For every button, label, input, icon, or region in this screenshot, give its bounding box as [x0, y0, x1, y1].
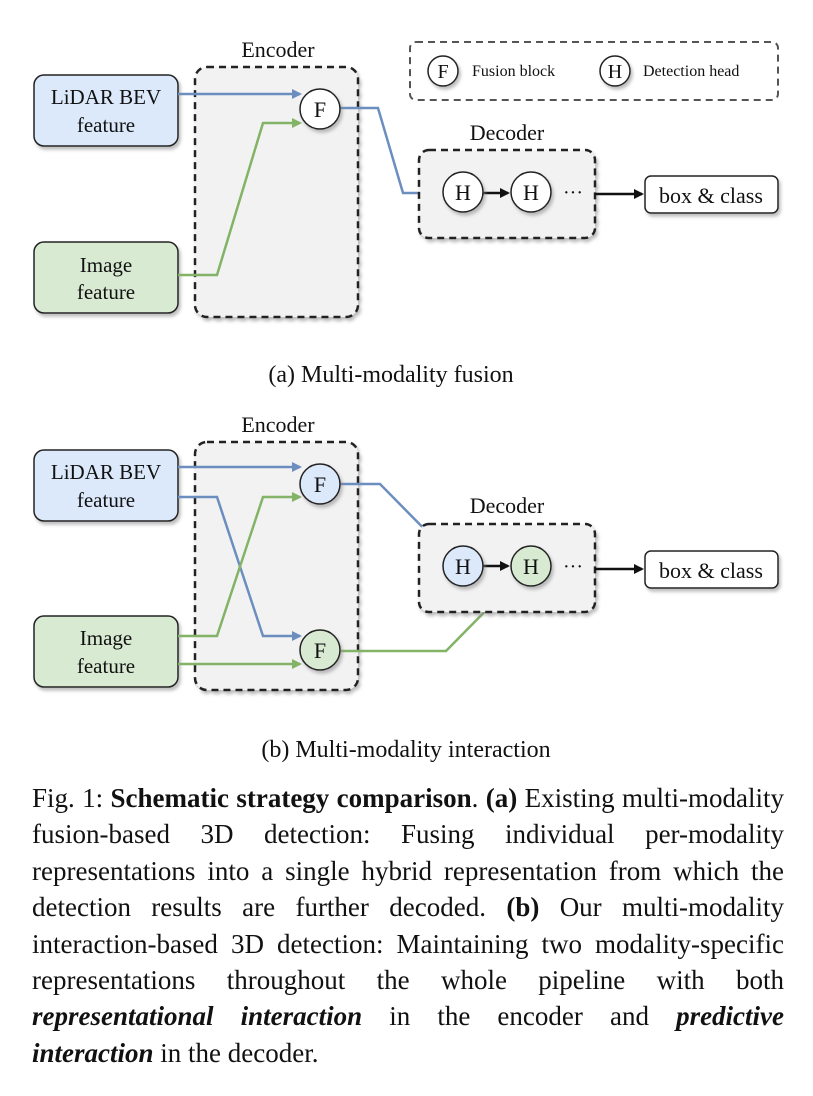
- detection-head-1-a: [442, 171, 484, 213]
- ellipsis-a: ···: [563, 182, 583, 204]
- arrow-fusion1-to-head1-b: [340, 482, 445, 550]
- encoder-label-a: Encoder: [241, 37, 315, 62]
- output-box-a: [644, 175, 779, 214]
- fusion1-symbol-b: F: [314, 472, 326, 497]
- image-label-line2-b: feature: [77, 654, 135, 678]
- lidar-label-line2-b: feature: [77, 488, 135, 512]
- fusion-block-1-b: [299, 463, 341, 505]
- output-label-a: box & class: [659, 183, 763, 208]
- caption-b-text-3: in the decoder.: [160, 1037, 319, 1068]
- legend-fusion-label: Fusion block: [472, 63, 555, 80]
- head1-symbol-a: H: [455, 180, 471, 205]
- caption-a-text: Existing multi-modality fusion-based 3D …: [32, 783, 785, 923]
- caption-title-end: .: [471, 783, 479, 813]
- lidar-label-line2-a: feature: [77, 113, 135, 137]
- encoder-label-b: Encoder: [241, 412, 315, 437]
- detection-head-1-b: [442, 545, 484, 587]
- caption-b-text-2: in the encoder and: [389, 1001, 649, 1032]
- image-feature-box-a: [33, 241, 179, 314]
- head2-symbol-b: H: [523, 554, 539, 579]
- output-label-b: box & class: [659, 558, 763, 583]
- legend-fusion-symbol: F: [437, 61, 448, 83]
- legend-fusion-circle: [427, 55, 459, 87]
- panel-b: Encoder LiDAR BEV feature Image feature …: [33, 412, 779, 763]
- caption-b-marker: (b): [506, 892, 540, 923]
- caption-b-text-1: Our multi-modality interaction-based 3D …: [32, 892, 785, 996]
- caption-emphasis-predictive: predictive interaction: [32, 1001, 785, 1068]
- image-label-line2-a: feature: [77, 280, 135, 304]
- arrow-image-to-fusion1-b: [178, 492, 302, 638]
- fusion-block-2-b: [299, 629, 341, 671]
- detection-head-2-a: [510, 171, 552, 213]
- decoder-label-a: Decoder: [470, 120, 545, 145]
- decoder-label-b: Decoder: [470, 493, 545, 518]
- lidar-feature-box-b: [33, 449, 179, 522]
- arrow-image-to-fusion-a: [178, 118, 302, 277]
- fusion2-symbol-b: F: [314, 638, 326, 663]
- fusion-block-a: [299, 88, 341, 130]
- figure-diagram: F Fusion block H Detection head Encoder …: [33, 37, 779, 763]
- image-label-line1-b: Image: [80, 626, 132, 650]
- caption-title: Schematic strategy comparison: [110, 783, 472, 813]
- caption-a-marker: (a): [485, 783, 518, 813]
- panel-a: Encoder LiDAR BEV feature Image feature …: [33, 37, 779, 388]
- image-label-line1-a: Image: [80, 253, 132, 277]
- head2-symbol-a: H: [523, 180, 539, 205]
- legend-head-symbol: H: [608, 61, 622, 83]
- image-feature-box-b: [33, 615, 179, 688]
- legend: F Fusion block H Detection head: [409, 41, 779, 101]
- legend-box: [409, 41, 779, 101]
- subcaption-b: (b) Multi-modality interaction: [261, 737, 550, 763]
- detection-head-2-b: [510, 545, 552, 587]
- subcaption-a: (a) Multi-modality fusion: [268, 362, 513, 388]
- lidar-label-line1-b: LiDAR BEV: [51, 460, 161, 484]
- output-box-b: [644, 550, 779, 589]
- legend-head-circle: [599, 55, 631, 87]
- lidar-feature-box-a: [33, 74, 179, 147]
- head1-symbol-b: H: [455, 554, 471, 579]
- legend-head-label: Detection head: [643, 63, 739, 80]
- caption-emphasis-representational: representational interaction: [32, 1001, 363, 1032]
- fig-label: Fig. 1:: [32, 783, 104, 813]
- figure-caption: Fig. 1: Schematic strategy comparison. (…: [32, 780, 784, 1071]
- ellipsis-b: ···: [563, 556, 583, 578]
- lidar-label-line1-a: LiDAR BEV: [51, 85, 161, 109]
- fusion-symbol-a: F: [314, 97, 326, 122]
